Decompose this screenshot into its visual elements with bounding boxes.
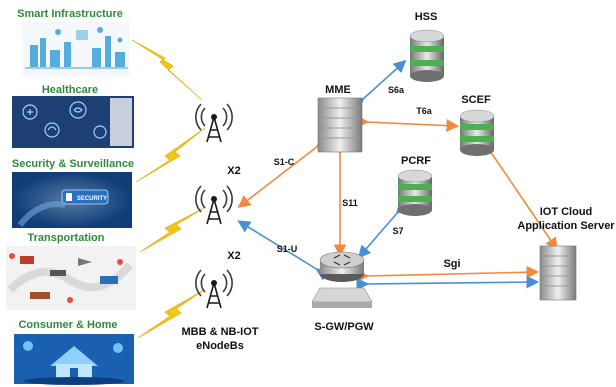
- device-icon: [113, 343, 123, 353]
- enodeb-caption-line2: eNodeBs: [196, 340, 244, 352]
- s6a-link: [350, 59, 407, 112]
- category-security-surveillance: Security & Surveillance SECURITY: [12, 158, 134, 228]
- cell-tower-icon: [195, 185, 233, 225]
- vehicle-icons: [9, 253, 123, 303]
- lightning-bolt: [131, 39, 203, 101]
- s1c-label: S1-C: [274, 157, 295, 167]
- mme-node: MME: [317, 84, 363, 153]
- lightning-bolt: [139, 207, 205, 253]
- iot-label-line2: Application Server: [517, 220, 615, 232]
- enodeb-antennas: [195, 103, 233, 309]
- database-icon: [409, 29, 445, 82]
- category-transportation: Transportation: [6, 232, 136, 310]
- hss-node: HSS: [409, 11, 445, 82]
- category-label: Transportation: [27, 232, 104, 244]
- x2-label: X2: [227, 250, 240, 262]
- scef-iot-link: [477, 136, 558, 251]
- category-label: Smart Infrastructure: [17, 8, 123, 20]
- sgi-data-link: [356, 275, 540, 291]
- t6a-link: [356, 115, 460, 132]
- router-icon: [311, 251, 373, 308]
- sgi-label: Sgi: [443, 258, 460, 270]
- sgi-link: [356, 265, 540, 283]
- s1u-label: S1-U: [277, 244, 298, 254]
- iot-application-server-node: IOT Cloud Application Server: [517, 206, 615, 301]
- category-smart-infrastructure: Smart Infrastructure: [17, 8, 130, 76]
- server-icon: [539, 245, 577, 301]
- cell-tower-icon: [195, 103, 233, 143]
- database-icon: [459, 109, 495, 156]
- city-icons: [30, 27, 125, 67]
- interface-links: [237, 59, 558, 291]
- pcrf-node: PCRF: [397, 155, 433, 216]
- pcrf-label: PCRF: [401, 155, 431, 167]
- wireless-links: [131, 39, 206, 339]
- health-icons: [22, 101, 107, 139]
- device-icon: [23, 341, 33, 351]
- s6a-label: S6a: [388, 85, 405, 95]
- t6a-label: T6a: [416, 106, 433, 116]
- category-label: Consumer & Home: [18, 319, 117, 331]
- category-healthcare: Healthcare: [12, 84, 134, 148]
- scef-label: SCEF: [461, 94, 491, 106]
- s7-link: [357, 200, 410, 259]
- scef-node: SCEF: [459, 94, 495, 156]
- sgw-pgw-label: S-GW/PGW: [314, 321, 374, 333]
- mme-label: MME: [325, 84, 351, 96]
- server-icon: [317, 97, 363, 153]
- s7-label: S7: [392, 226, 403, 236]
- category-consumer-home: Consumer & Home: [14, 319, 134, 385]
- database-icon: [397, 169, 433, 216]
- lightning-bolt: [135, 127, 206, 183]
- sgw-pgw-node: S-GW/PGW: [311, 251, 374, 333]
- category-label: Healthcare: [42, 84, 98, 96]
- iot-label-line1: IOT Cloud: [540, 206, 593, 218]
- cell-tower-icon: [195, 269, 233, 309]
- s1u-link: [237, 220, 330, 281]
- hss-label: HSS: [415, 11, 438, 23]
- category-label: Security & Surveillance: [12, 158, 134, 170]
- lock-icon: [66, 193, 72, 201]
- x2-label: X2: [227, 165, 240, 177]
- enodeb-caption-line1: MBB & NB-IOT: [182, 326, 259, 338]
- security-overlay-text: SECURITY: [77, 196, 107, 202]
- s11-label: S11: [342, 198, 358, 208]
- s1c-link: [237, 135, 330, 208]
